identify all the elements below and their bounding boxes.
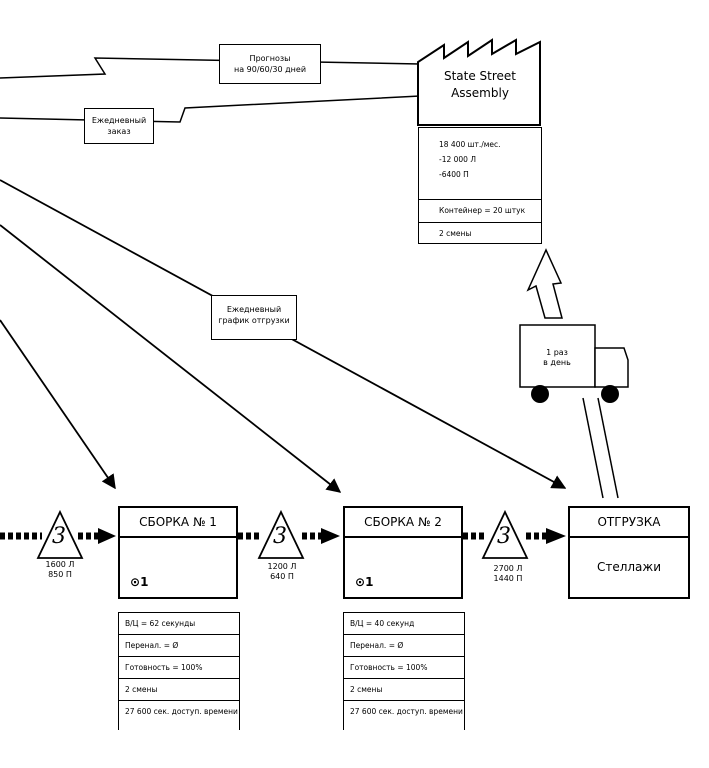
inventory-label-3: 2700 Л 1440 П bbox=[493, 564, 523, 583]
push-arrow-3 bbox=[463, 528, 566, 544]
customer-shifts: 2 смены bbox=[439, 229, 472, 238]
inventory-triangle-3 bbox=[481, 509, 529, 559]
shipping-title: ОТГРУЗКА bbox=[570, 508, 688, 538]
process-title-1: СБОРКА № 1 bbox=[120, 508, 236, 538]
process-box-assembly-1: СБОРКА № 1 ⊙1 bbox=[118, 506, 238, 599]
shipping-box: ОТГРУЗКА Стеллажи bbox=[568, 506, 690, 599]
schedule-arrow-2 bbox=[0, 224, 342, 493]
shipping-schedule-box: Ежедневный график отгрузки bbox=[211, 295, 297, 340]
inventory-count-2: 3 bbox=[273, 524, 287, 549]
shipping-subtitle: Стеллажи bbox=[596, 560, 662, 574]
truck-icon bbox=[519, 324, 629, 403]
uptime-1: Готовность = 100% bbox=[119, 656, 239, 678]
process-data-box-1: В/Ц = 62 секунды Перенал. = Ø Готовность… bbox=[118, 612, 240, 730]
uptime-2: Готовность = 100% bbox=[344, 656, 464, 678]
operator-icon-1: ⊙1 bbox=[130, 575, 149, 589]
process-title-2: СБОРКА № 2 bbox=[345, 508, 461, 538]
operator-icon-2: ⊙1 bbox=[355, 575, 374, 589]
truck-label: 1 раз в день bbox=[543, 348, 571, 367]
customer-data-box: 18 400 шт./мес. -12 000 Л -6400 П Контей… bbox=[418, 127, 542, 244]
available-time-1: 27 600 сек. доступ. времени bbox=[119, 700, 239, 722]
shipment-arrow bbox=[526, 248, 563, 319]
daily-order-flow-line bbox=[0, 95, 421, 123]
customer-container: Контейнер = 20 штук bbox=[419, 200, 541, 223]
forecast-flow-line bbox=[0, 57, 421, 79]
factory-icon bbox=[417, 38, 541, 126]
push-arrow-2 bbox=[238, 528, 340, 544]
schedule-arrow-1 bbox=[0, 319, 116, 490]
inventory-label-1: 1600 Л 850 П bbox=[45, 560, 75, 579]
process-box-assembly-2: СБОРКА № 2 ⊙1 bbox=[343, 506, 463, 599]
customer-demand-l: -12 000 Л bbox=[439, 155, 476, 164]
process-data-box-2: В/Ц = 40 секунд Перенал. = Ø Готовность … bbox=[343, 612, 465, 730]
inventory-triangle-2 bbox=[257, 509, 305, 559]
inventory-count-3: 3 bbox=[497, 524, 511, 549]
customer-demand-p: -6400 П bbox=[439, 170, 469, 179]
customer-demand: 18 400 шт./мес. bbox=[439, 140, 501, 149]
customer-name: State Street Assembly bbox=[443, 69, 517, 100]
changeover-2: Перенал. = Ø bbox=[344, 634, 464, 656]
daily-order-box: Ежедневный заказ bbox=[84, 108, 154, 144]
changeover-1: Перенал. = Ø bbox=[119, 634, 239, 656]
available-time-2: 27 600 сек. доступ. времени bbox=[344, 700, 464, 722]
forecast-box: Прогнозы на 90/60/30 дней bbox=[219, 44, 321, 84]
inventory-count-1: 3 bbox=[52, 524, 66, 549]
inventory-triangle-1 bbox=[36, 509, 84, 559]
push-arrow-1 bbox=[0, 528, 116, 544]
cycle-time-1: В/Ц = 62 секунды bbox=[119, 612, 239, 634]
cycle-time-2: В/Ц = 40 секунд bbox=[344, 612, 464, 634]
shifts-1: 2 смены bbox=[119, 678, 239, 700]
shifts-2: 2 смены bbox=[344, 678, 464, 700]
inventory-label-2: 1200 Л 640 П bbox=[267, 562, 297, 581]
